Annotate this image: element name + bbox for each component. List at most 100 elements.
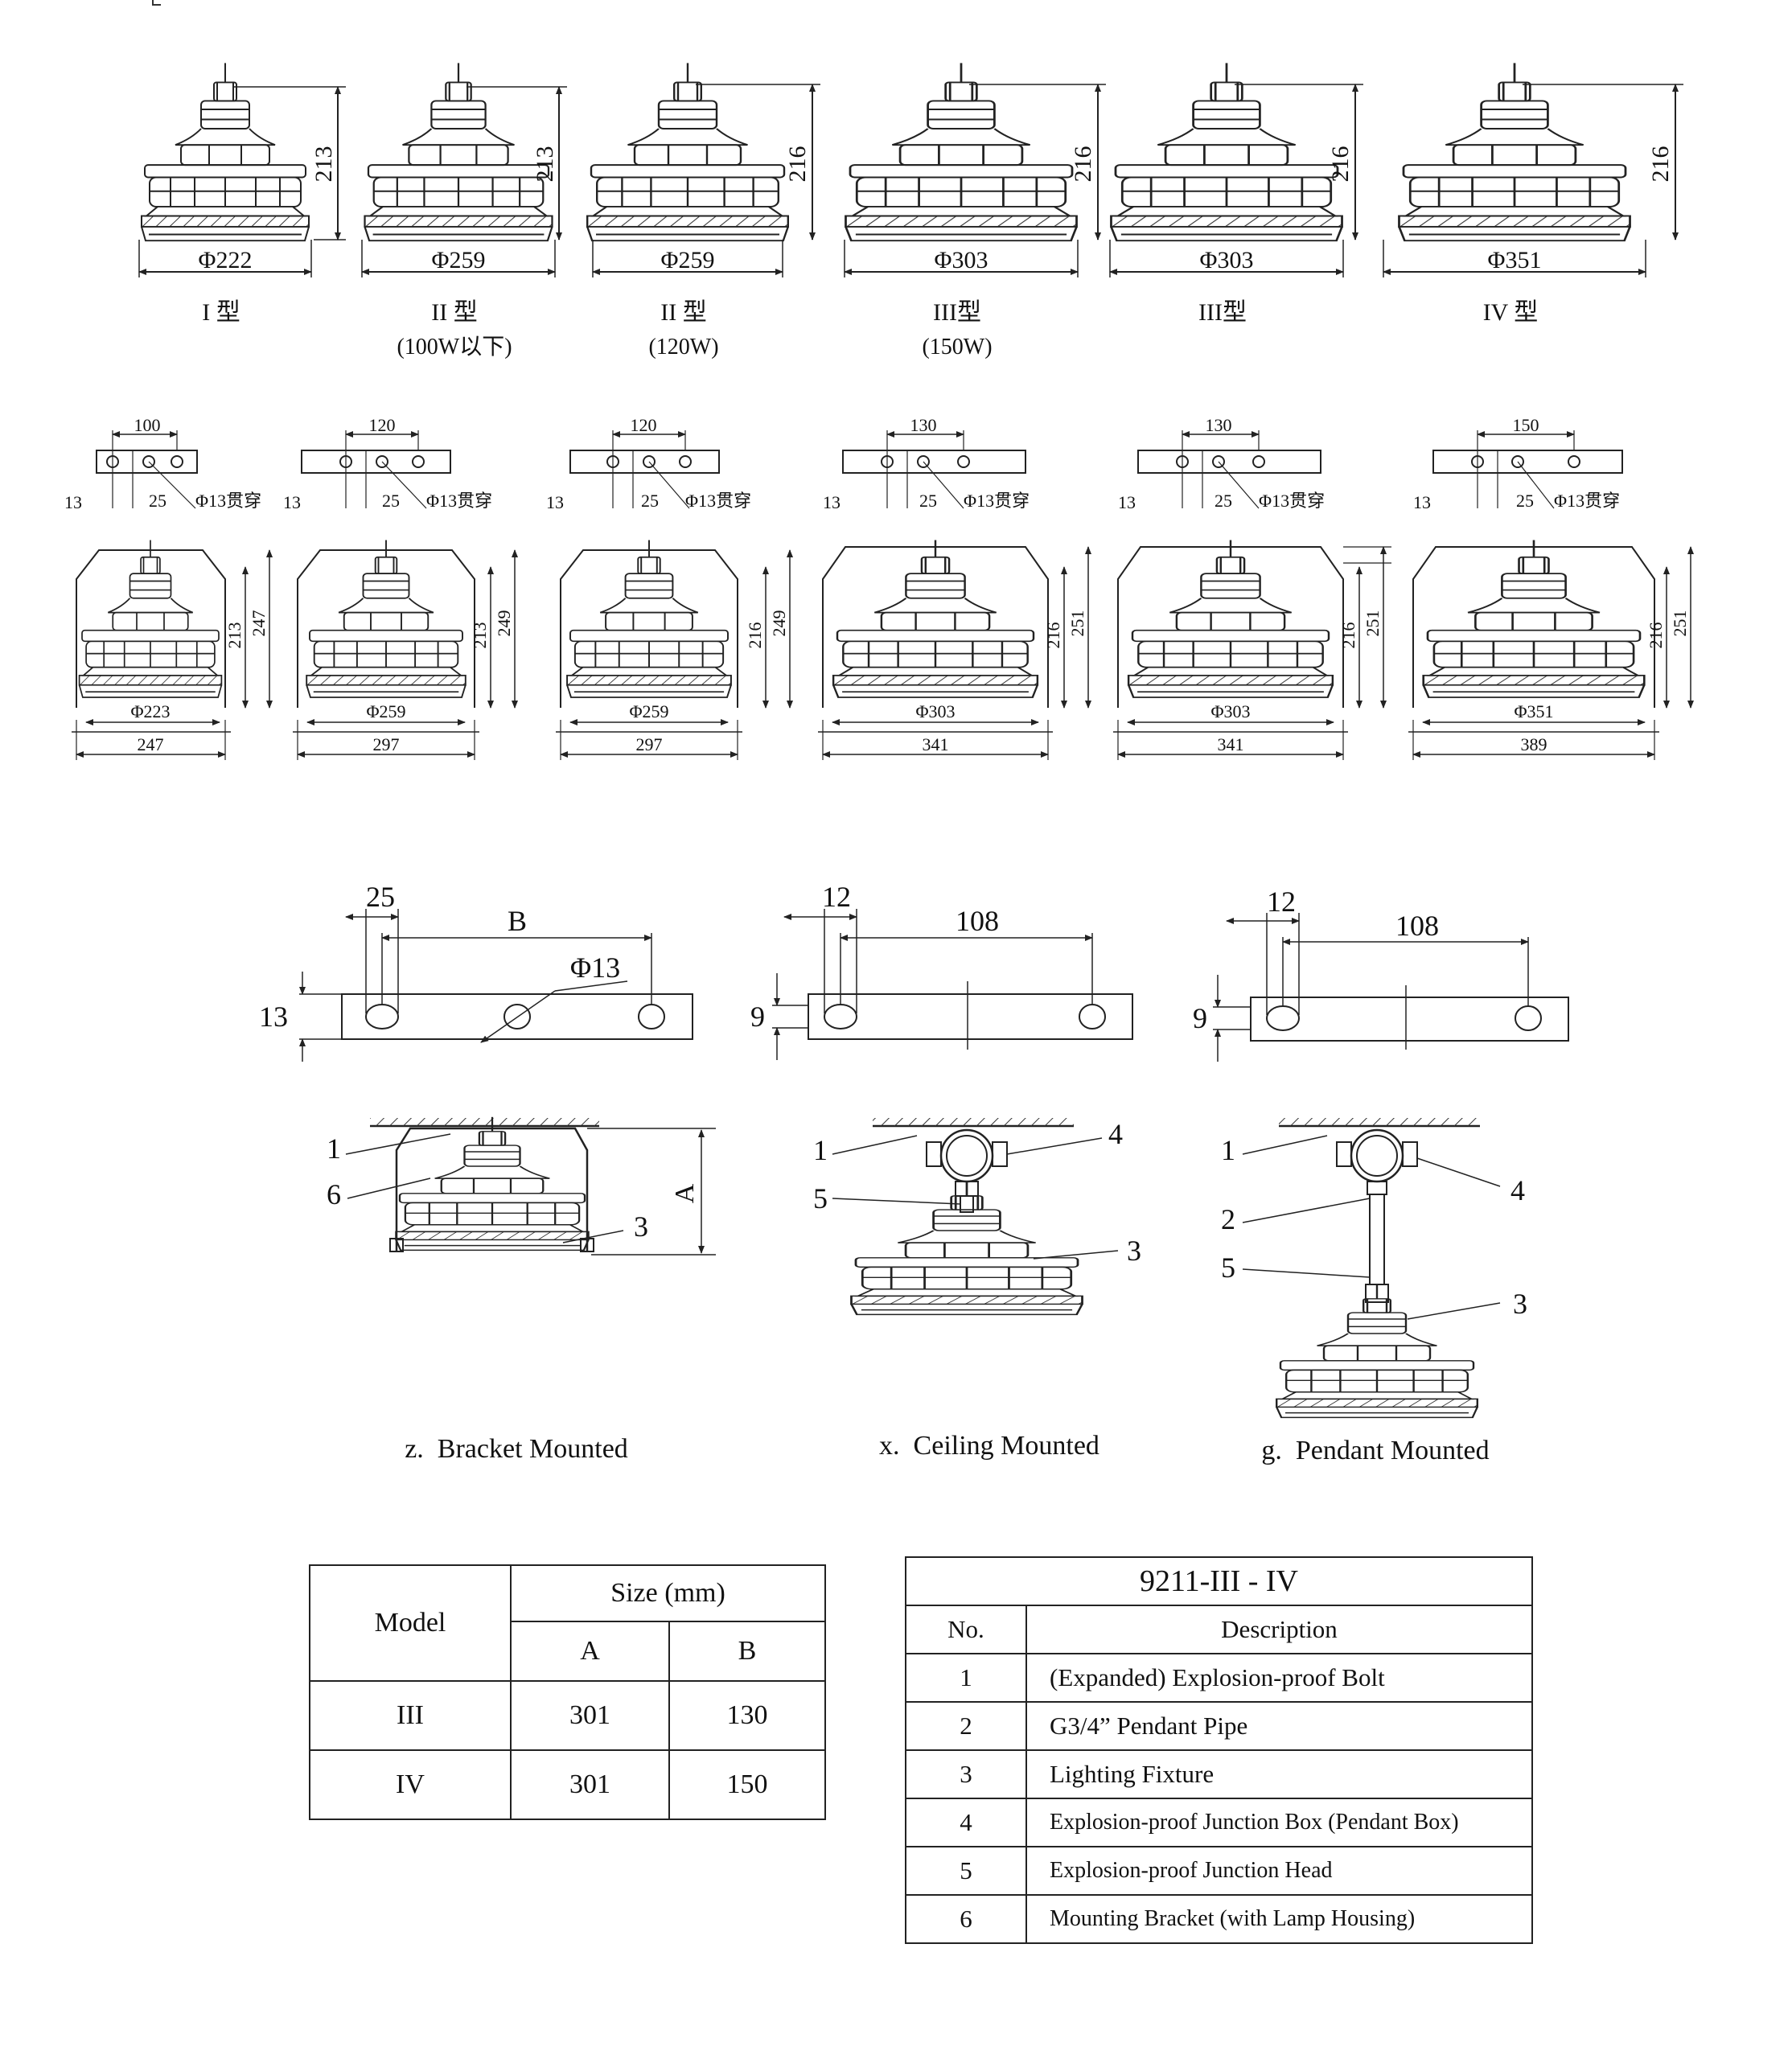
fixture-diameter: Φ259 [661, 247, 715, 273]
cell-desc: (Expanded) Explosion-proof Bolt [1025, 1653, 1533, 1703]
cell-no: 2 [905, 1701, 1027, 1751]
bracket-height: 216 [1043, 623, 1063, 649]
bracket-hole: Φ13贯穿 [1259, 491, 1325, 511]
table-row: 3 Lighting Fixture [905, 1749, 1533, 1799]
ceiling-mounted-drawing: 1 5 4 3 [813, 1118, 1141, 1316]
fixture-height: 213 [532, 146, 558, 183]
top-fixtures-row: 213 Φ222 I 型 213 Φ259 II 型 (100W以下) 216 … [138, 62, 1683, 360]
plate-ceiling: 12 108 9 [750, 881, 1133, 1060]
callout-1: 1 [327, 1132, 341, 1165]
bracket-item-4: 130 13 25 Φ13贯穿 216 251 Φ303 341 [818, 415, 1091, 760]
bracket-slot: 25 [641, 491, 659, 511]
callout-4: 4 [1108, 1118, 1123, 1150]
callout-3: 3 [634, 1210, 648, 1243]
cell-model: III [309, 1680, 512, 1751]
parts-table: 9211-III - IV No. Description 1 (Expande… [905, 1556, 1533, 1944]
table-row: III 301 130 [309, 1680, 826, 1751]
bracket-width: 297 [636, 734, 663, 754]
table-row: 6 Mounting Bracket (with Lamp Housing) [905, 1894, 1533, 1944]
fixture-height: 213 [310, 146, 337, 183]
bracket-slot: 25 [1516, 491, 1534, 511]
header-description: Description [1025, 1605, 1533, 1654]
plate-span-dim: B [508, 905, 527, 937]
bracket-hole: Φ13贯穿 [1554, 491, 1620, 511]
fixture-height: 216 [1647, 146, 1674, 183]
bracket-span: 120 [369, 415, 396, 435]
fixture-note: (100W以下) [397, 335, 512, 360]
plate-slot-dim: 25 [366, 881, 395, 913]
fixture-type: II 型 [431, 299, 477, 326]
bracket-total: 251 [1362, 610, 1383, 637]
bracket-total: 249 [769, 610, 789, 637]
bracket-total: 249 [494, 610, 514, 637]
fixture-3: 216 Φ259 II 型 (120W) [586, 62, 820, 360]
bracket-span: 150 [1513, 415, 1539, 435]
bracket-total: 251 [1670, 610, 1690, 637]
caption-bracket: z. Bracket Mounted [405, 1434, 628, 1464]
bracket-width: 341 [923, 734, 949, 754]
plate-hole-dim: Φ13 [570, 951, 620, 984]
bracket-span: 120 [631, 415, 657, 435]
table-row: 2 G3/4” Pendant Pipe [905, 1701, 1533, 1751]
cell-desc: Explosion-proof Junction Head [1025, 1846, 1533, 1896]
fixture-type: III型 [1198, 299, 1247, 326]
bracket-width: 247 [138, 734, 164, 754]
bracket-span: 130 [910, 415, 937, 435]
dim-a: A [670, 1183, 700, 1203]
bracket-item-2: 120 13 25 Φ13贯穿 213 249 Φ259 297 [283, 415, 518, 760]
callout-1: 1 [1221, 1134, 1235, 1166]
bracket-side: 13 [1413, 492, 1431, 512]
caption-ceiling: x. Ceiling Mounted [879, 1431, 1099, 1461]
fixture-height: 216 [1327, 146, 1354, 183]
cell-a: 301 [510, 1749, 670, 1820]
table-row: IV 301 150 [309, 1749, 826, 1820]
cell-no: 4 [905, 1798, 1027, 1847]
callout-5: 5 [1221, 1251, 1235, 1284]
header-model: Model [309, 1564, 512, 1682]
table-row: 5 Explosion-proof Junction Head [905, 1846, 1533, 1896]
callout-3: 3 [1127, 1235, 1141, 1267]
plate-span-dim: 108 [1395, 910, 1439, 942]
plate-pendant: 12 108 9 [1193, 886, 1569, 1062]
fixture-type: I 型 [202, 299, 240, 326]
fixture-type: III型 [933, 299, 981, 326]
plate-slot-dim: 12 [822, 881, 851, 913]
plate-details: 25 B Φ13 13 12 108 9 [259, 881, 1569, 1062]
bracket-item-3: 120 13 25 Φ13贯穿 216 249 Φ259 297 [546, 415, 793, 760]
bracket-diameter: Φ223 [130, 701, 170, 721]
bracket-item-1: 100 13 25 Φ13贯穿 213 247 Φ223 247 [64, 415, 273, 760]
bracket-slot: 25 [382, 491, 400, 511]
fixture-diameter: Φ303 [1200, 247, 1254, 273]
fixture-height: 216 [784, 146, 811, 183]
bracket-width: 389 [1521, 734, 1547, 754]
bracket-width: 297 [373, 734, 400, 754]
plate-span-dim: 108 [956, 905, 999, 937]
cell-no: 3 [905, 1749, 1027, 1799]
cell-b: 130 [668, 1680, 826, 1751]
fixture-4: 216 Φ303 III型 (150W) [844, 62, 1106, 360]
cell-model: IV [309, 1749, 512, 1820]
fixture-diameter: Φ351 [1488, 247, 1542, 273]
bracket-mounted-drawing: A 1 6 3 [327, 1116, 716, 1256]
cell-no: 5 [905, 1846, 1027, 1896]
bracket-total: 251 [1067, 610, 1087, 637]
header-no: No. [905, 1605, 1027, 1654]
bracket-span: 130 [1206, 415, 1232, 435]
bracket-slot: 25 [919, 491, 937, 511]
bracket-height: 216 [1646, 623, 1666, 649]
bracket-hole: Φ13贯穿 [195, 491, 261, 511]
plate-slot-dim: 12 [1267, 886, 1296, 918]
plate-side-dim: 9 [1193, 1002, 1207, 1034]
bracket-slot: 25 [1215, 491, 1232, 511]
size-table: Model Size (mm) A B III 301 130 IV 301 1… [309, 1564, 826, 1820]
cell-desc: G3/4” Pendant Pipe [1025, 1701, 1533, 1751]
fixture-5: 216 Φ303 III型 [1109, 62, 1363, 326]
fixture-height: 216 [1070, 146, 1096, 183]
fixture-diameter: Φ222 [199, 247, 253, 273]
header-size: Size (mm) [510, 1564, 826, 1622]
header-b: B [668, 1621, 826, 1682]
bracket-side: 13 [823, 492, 841, 512]
bracket-hole: Φ13贯穿 [685, 491, 751, 511]
callout-5: 5 [813, 1182, 828, 1214]
cell-a: 301 [510, 1680, 670, 1751]
